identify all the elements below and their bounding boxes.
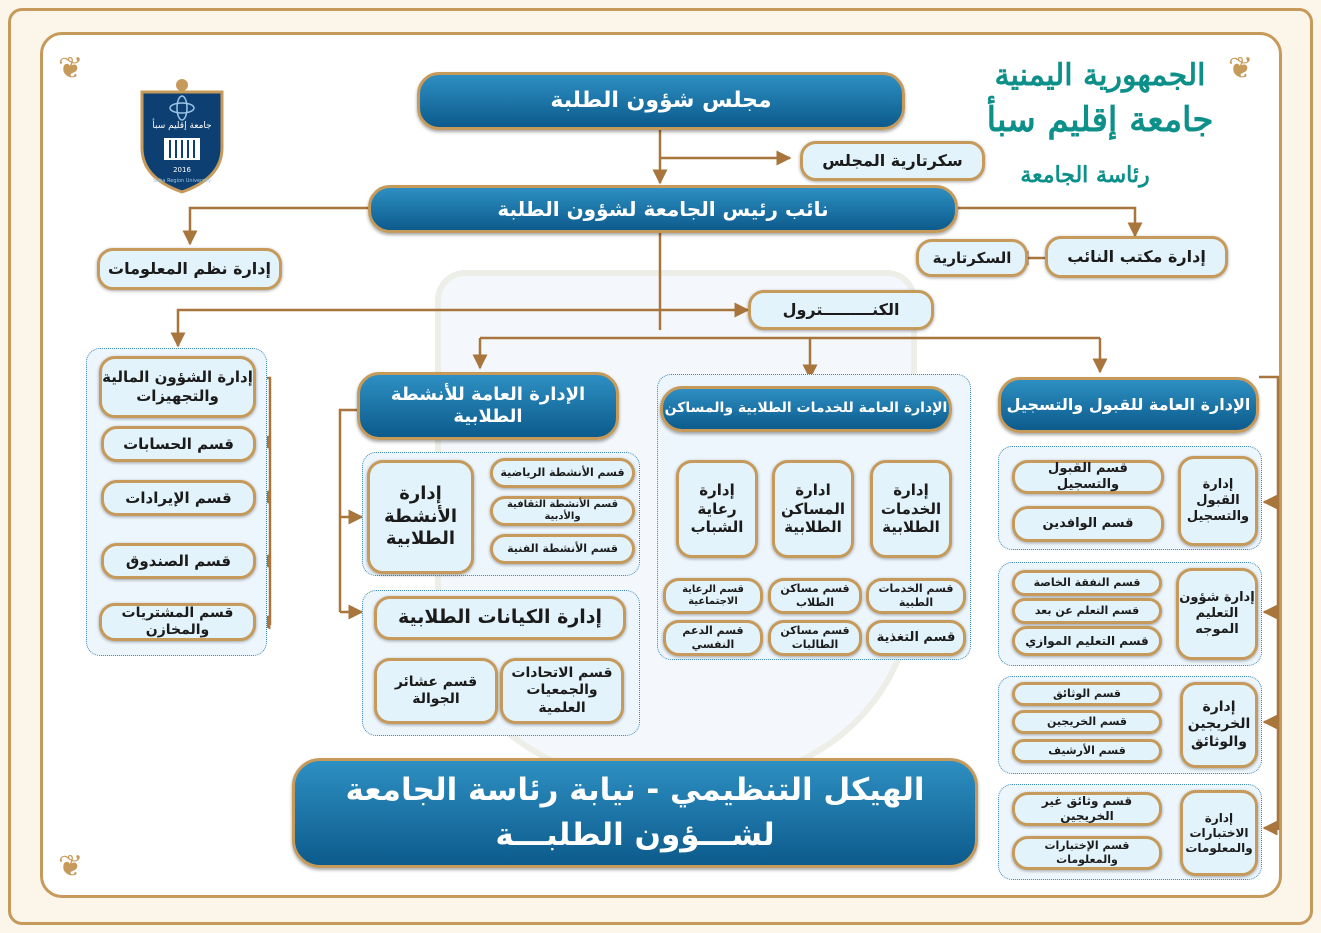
services-dept-box: قسم التغذية <box>866 620 966 656</box>
admission-dept-box: قسم القبول والتسجيل <box>1012 460 1164 494</box>
admission-dept-box: قسم التعليم الموازي <box>1012 626 1162 656</box>
corner-ornament-icon: ❦ <box>58 849 84 884</box>
secretary-box: السكرتارية <box>916 239 1028 277</box>
activities-dept-box: قسم الأنشطة الرياضية <box>490 458 635 488</box>
activities-admin-box: إدارة الأنشطة الطلابية <box>367 460 474 574</box>
logo-arabic-text: جامعة إقليم سبأ <box>152 118 212 131</box>
admission-dept-box: قسم الوافدين <box>1012 506 1164 542</box>
chart-title-box: الهيكل التنظيمي - نيابة رئاسة الجامعة لش… <box>292 758 978 868</box>
finance-dept-box: قسم المشتريات والمخازن <box>99 603 256 641</box>
control-box: الكنـــــــــترول <box>748 290 934 330</box>
services-dept-box: قسم مساكن الطلاب <box>768 578 862 614</box>
finance-dept-box: قسم الإيرادات <box>101 480 256 516</box>
admission-dept-box: قسم الخريجين <box>1012 710 1162 734</box>
outer-frame <box>8 8 1313 925</box>
entities-dept-box: قسم عشائر الجوالة <box>374 658 498 724</box>
activities-head-box: الإدارة العامة للأنشطة الطلابية <box>357 372 619 440</box>
vp-box: نائب رئيس الجامعة لشؤون الطلبة <box>368 185 958 233</box>
brand-university: جامعة إقليم سبأ <box>986 100 1214 140</box>
admission-dept-box: قسم النفقة الخاصة <box>1012 570 1162 596</box>
admission-admin-box: إدارة الخريجين والوثائق <box>1180 682 1258 768</box>
brand-country: الجمهورية اليمنية <box>994 58 1206 93</box>
services-admin-box: ادارة المساكن الطلابية <box>772 460 854 558</box>
council-secretary-box: سكرتارية المجلس <box>800 141 985 181</box>
admission-admin-box: إدارة الاختبارات والمعلومات <box>1180 790 1258 876</box>
admission-dept-box: قسم التعلم عن بعد <box>1012 598 1162 624</box>
services-admin-box: إدارة رعاية الشباب <box>676 460 758 558</box>
finance-head-box: إدارة الشؤون المالية والتجهيزات <box>99 356 256 418</box>
finance-dept-box: قسم الحسابات <box>101 426 256 462</box>
corner-ornament-icon: ❦ <box>58 51 84 86</box>
corner-ornament-icon: ❦ <box>1228 51 1254 86</box>
logo-english-text: Saba Region University <box>153 178 211 184</box>
university-logo: جامعة إقليم سبأ 2016 Saba Region Univers… <box>140 79 224 194</box>
chart-title-line-2: لشـــؤون الطلبـــة <box>495 817 775 853</box>
admission-dept-box: قسم وثائق غير الخريجين <box>1012 792 1162 826</box>
services-dept-box: قسم مساكن الطالبات <box>768 620 862 656</box>
services-dept-box: قسم الدعم النفسي <box>663 620 763 656</box>
council-box: مجلس شؤون الطلبة <box>417 72 905 130</box>
services-head-box: الإدارة العامة للخدمات الطلابية والمساكن <box>660 386 952 432</box>
services-admin-box: إدارة الخدمات الطلابية <box>870 460 952 558</box>
brand-presidency: رئاسة الجامعة <box>1020 162 1150 188</box>
services-dept-box: قسم الرعاية الاجتماعية <box>663 578 763 614</box>
info-systems-box: إدارة نظم المعلومات <box>97 248 282 290</box>
admission-head-box: الإدارة العامة للقبول والتسجيل <box>998 377 1259 433</box>
admission-dept-box: قسم الأرشيف <box>1012 739 1162 763</box>
logo-year: 2016 <box>173 166 191 174</box>
entities-dept-box: قسم الاتحادات والجمعيات العلمية <box>500 658 624 724</box>
activities-dept-box: قسم الأنشطة الثقافية والأدبية <box>490 496 635 526</box>
admission-admin-box: إدارة القبول والتسجيل <box>1178 456 1258 546</box>
admission-admin-box: إدارة شؤون التعليم الموجه <box>1176 568 1258 660</box>
activities-dept-box: قسم الأنشطة الفنية <box>490 534 635 564</box>
admission-dept-box: قسم الإختبارات والمعلومات <box>1012 836 1162 870</box>
admission-dept-box: قسم الوثائق <box>1012 682 1162 706</box>
vp-office-box: إدارة مكتب النائب <box>1045 236 1228 278</box>
finance-dept-box: قسم الصندوق <box>101 543 256 579</box>
services-dept-box: قسم الخدمات الطبية <box>866 578 966 614</box>
entities-admin-box: إدارة الكيانات الطلابية <box>374 596 626 640</box>
chart-title-line-1: الهيكل التنظيمي - نيابة رئاسة الجامعة <box>345 772 925 809</box>
